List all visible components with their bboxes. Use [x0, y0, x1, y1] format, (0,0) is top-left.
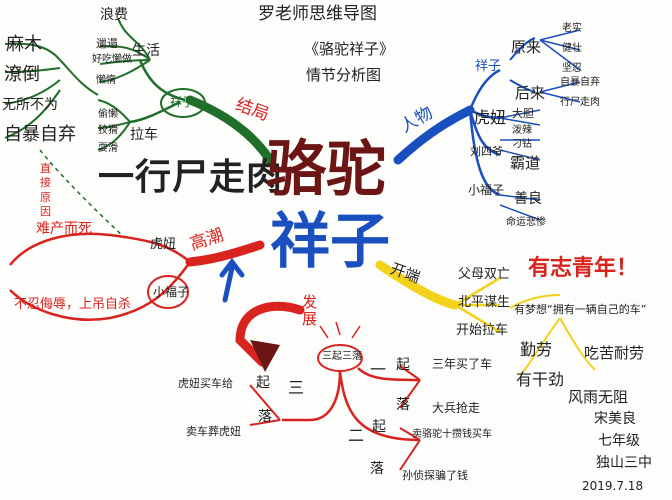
center-title-b: 祥子: [270, 207, 390, 277]
opening-dream: 有梦想“拥有一辆自己的车”: [514, 303, 647, 316]
people-huniu-4: 霸道: [510, 154, 541, 172]
signature-grade: 七年级: [598, 433, 640, 449]
development-one-text-1: 三年买了车: [432, 357, 493, 371]
ending-attitude-1: 浪费: [100, 7, 128, 23]
ending-trait-1: 麻木: [6, 34, 42, 55]
people-liusi: 刘四爷: [470, 145, 503, 158]
development-one-tag-2: 落: [396, 397, 410, 413]
people-xiangzi: 祥子: [475, 59, 502, 74]
development-one-num: 一: [370, 360, 387, 379]
development-three-tag-1: 起: [256, 375, 270, 391]
development-one-tag-1: 起: [396, 357, 410, 373]
people-xiaofuzi-1: 善良: [514, 191, 542, 207]
ending-branch-line: [185, 95, 275, 165]
ending-hub-oval: [160, 88, 206, 118]
ending-trait-3: 无所不为: [2, 97, 58, 113]
climax-event-1: 难产而死: [36, 221, 92, 237]
ending-attitude-3: 好吃懒做: [92, 54, 132, 65]
development-three-tag-2: 落: [258, 409, 272, 425]
ending-trait-2: 潦倒: [4, 64, 40, 85]
people-huniu-3: 刁钻: [512, 139, 532, 150]
people-branch-line: [393, 105, 475, 165]
ending-trait-4: 自暴自弃: [4, 124, 76, 145]
header-title: 罗老师思维导图: [258, 4, 377, 24]
people-huniu-2: 泼辣: [512, 125, 532, 136]
people-xiangzi-before-2: 健壮: [562, 43, 582, 54]
opening-quality-4: 风雨无阻: [568, 388, 629, 406]
people-xiangzi-after: 后来: [515, 84, 546, 102]
opening-banner: 有志青年！: [528, 256, 639, 281]
ending-attitude-2: 邋遢: [96, 37, 118, 50]
opening-item-2: 北平谋生: [458, 295, 511, 310]
people-xiangzi-after-1: 自暴自弃: [560, 77, 600, 88]
ending-escape-2: 狡猾: [98, 125, 118, 136]
climax-huniu: 虎妞: [150, 237, 177, 252]
ending-attitude-label: 生活: [132, 43, 160, 59]
ending-escape-label: 拉车: [130, 127, 158, 143]
development-three-text-1: 虎妞买车给: [178, 377, 233, 390]
opening-item-3: 开始拉车: [456, 323, 509, 338]
people-xiangzi-after-2: 行尸走肉: [560, 97, 600, 108]
development-two-num: 二: [348, 426, 365, 445]
climax-xiaofuzi: 小福子: [153, 285, 190, 299]
development-two-tag-2: 落: [370, 461, 384, 477]
people-huniu-1: 大胆: [512, 107, 534, 120]
header-book: 《骆驼祥子》: [304, 40, 395, 58]
opening-quality-2: 吃苦耐劳: [584, 344, 645, 362]
climax-arrow: [219, 257, 245, 303]
opening-item-1: 父母双亡: [458, 267, 511, 282]
people-xiangzi-before-3: 坚忍: [562, 63, 582, 74]
people-xiangzi-before-1: 老实: [562, 23, 582, 34]
people-xiangzi-before: 原来: [511, 38, 542, 56]
center-title-a: 骆驼: [266, 135, 386, 205]
climax-hub-oval: [147, 275, 189, 309]
development-two-text-2: 孙侦探骗了钱: [402, 469, 468, 482]
signature-school: 独山三中: [596, 455, 652, 471]
development-three-num: 三: [288, 378, 305, 397]
signature-date: 2019.7.18: [582, 479, 644, 493]
development-label: 发展: [302, 293, 318, 328]
development-hub: 三起三落: [322, 351, 362, 362]
development-arrow: [235, 301, 305, 367]
development-one-text-2: 大兵抢走: [432, 401, 481, 415]
center-banner: 一行尸走肉: [98, 157, 284, 198]
climax-branch-line: [185, 240, 265, 267]
ending-attitude-4: 懒惰: [96, 75, 116, 86]
people-xiaofuzi-2: 命运悲惨: [506, 217, 546, 228]
opening-branch-line: [375, 260, 460, 310]
development-two-text-1: 卖骆驼十攒钱买车: [412, 429, 492, 440]
development-three-text-2: 卖车葬虎妞: [186, 425, 241, 438]
ending-reason: 直接原因: [40, 162, 51, 218]
development-two-tag-1: 起: [372, 419, 386, 435]
ending-escape-1: 偷懒: [98, 109, 118, 120]
people-huniu: 虎妞: [474, 108, 507, 127]
climax-event-2: 不忍侮辱，上吊自杀: [14, 297, 132, 312]
ending-escape-3: 耍滑: [98, 143, 118, 154]
opening-quality-1: 勤劳: [520, 340, 553, 359]
header-subtitle: 情节分析图: [306, 66, 382, 84]
people-xiaofuzi: 小福子: [468, 183, 505, 197]
signature-name: 宋美良: [594, 411, 636, 427]
ending-hub: 祥子: [170, 95, 195, 109]
opening-quality-3: 有干劲: [516, 370, 565, 389]
